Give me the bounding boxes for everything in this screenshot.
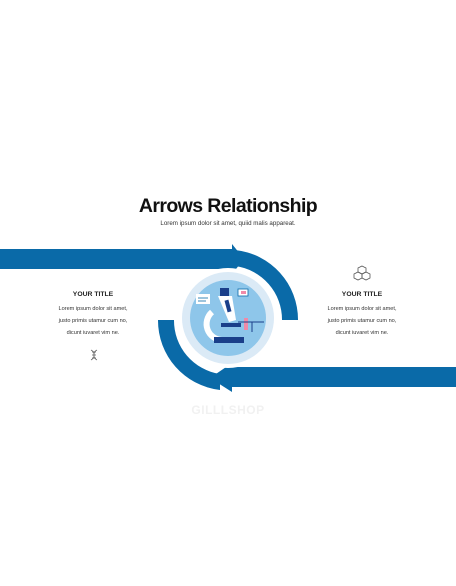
slide-subtitle: Lorem ipsum dolor sit amet, quiid malis … xyxy=(160,220,296,227)
ring-arrowhead xyxy=(210,363,232,392)
right-line-2: justo primis utamur cum no, xyxy=(327,318,397,324)
dna-icon xyxy=(90,349,98,361)
molecule-icon xyxy=(353,265,371,281)
left-line-1: Lorem ipsum dolor sit amet, xyxy=(58,306,128,312)
left-arrow-bar xyxy=(0,244,244,274)
left-heading: YOUR TITLE xyxy=(72,291,114,298)
ring-arc-right xyxy=(235,250,299,320)
slide-title: Arrows Relationship xyxy=(138,195,318,217)
microscope-icon xyxy=(196,288,264,343)
right-heading: YOUR TITLE xyxy=(341,291,383,298)
right-arrow-bar xyxy=(228,367,456,387)
right-line-1: Lorem ipsum dolor sit amet, xyxy=(327,306,397,312)
left-line-2: justo primis utamur cum no, xyxy=(58,318,128,324)
ring-arc-left xyxy=(157,320,220,390)
right-text-block: YOUR TITLE Lorem ipsum dolor sit amet, j… xyxy=(307,291,417,339)
right-line-3: dicunt iuvaret vim ne. xyxy=(335,330,389,336)
watermark: GILLLSHOP xyxy=(191,403,265,417)
left-text-block: YOUR TITLE Lorem ipsum dolor sit amet, j… xyxy=(38,291,148,339)
left-line-3: dicunt iuvaret vim ne. xyxy=(66,330,120,336)
